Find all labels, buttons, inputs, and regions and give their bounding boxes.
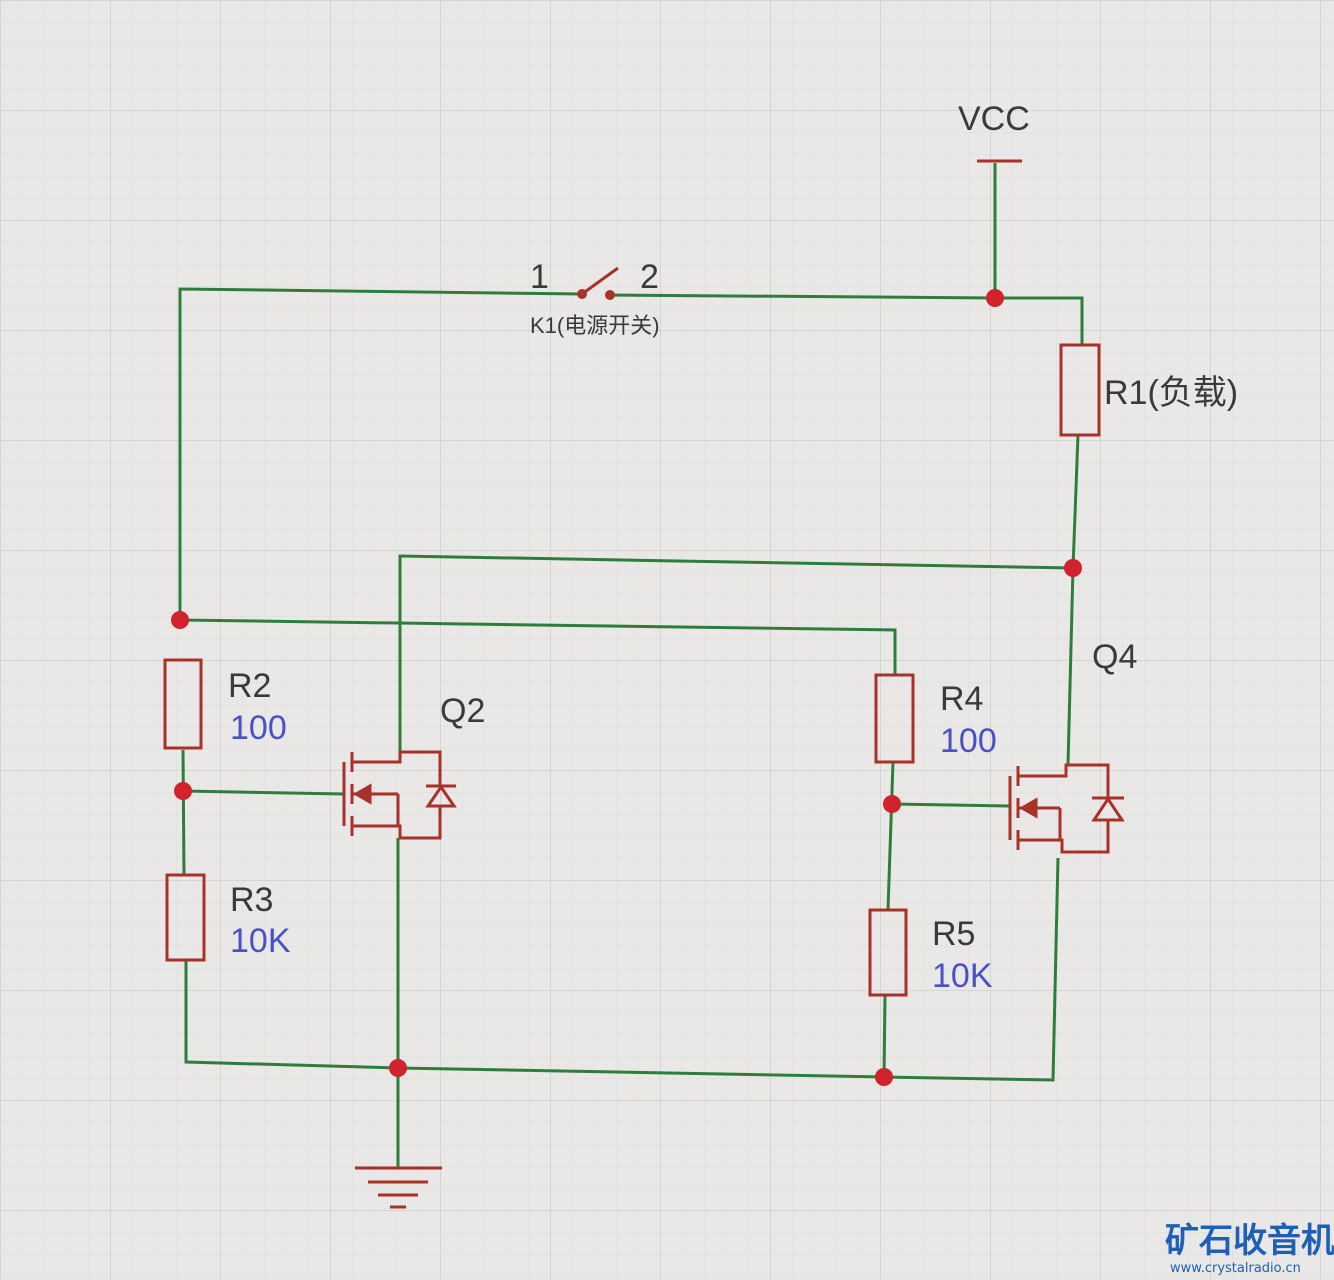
mosfet-q2[interactable]: Q2 [342, 692, 485, 840]
junction-q4-gate [883, 795, 901, 813]
vcc-label: VCC [958, 100, 1030, 138]
resistor-r2[interactable]: R2 100 [163, 658, 287, 750]
r1-label: R1(负载) [1104, 374, 1238, 412]
junction-r2-top [171, 611, 189, 629]
watermark-url: www.crystalradio.cn [1170, 1261, 1301, 1276]
q2-label: Q2 [440, 692, 485, 730]
resistor-r5[interactable]: R5 10K [868, 908, 993, 997]
wire-gnd-rail[interactable] [397, 857, 1060, 1082]
junction-vcc [986, 289, 1004, 307]
ground-symbol [355, 1166, 442, 1209]
wire-q4-gate[interactable] [891, 802, 1011, 808]
junctions [171, 289, 1082, 1086]
junction-gnd-right [875, 1068, 893, 1086]
r2-label: R2 [228, 667, 271, 705]
wire-r1-node[interactable] [1071, 434, 1080, 569]
junction-q2-gate [174, 782, 192, 800]
r2-value: 100 [230, 709, 287, 747]
wire-r2-r3[interactable] [181, 749, 186, 876]
wires [178, 163, 1084, 1168]
r5-value: 10K [932, 957, 993, 995]
resistor-r1[interactable]: R1(负载) [1059, 343, 1238, 437]
resistor-r3[interactable]: R3 10K [165, 873, 291, 962]
vcc-symbol: VCC [958, 100, 1030, 163]
wire-gate-rail[interactable] [179, 618, 897, 675]
switch-k1[interactable]: 1 2 K1(电源开关) [530, 258, 660, 338]
wire-q4-drain[interactable] [1066, 567, 1075, 766]
wire-r3-gnd[interactable] [184, 960, 399, 1070]
wire-top-left[interactable] [178, 287, 583, 555]
switch-pin2: 2 [640, 258, 659, 296]
switch-label: K1(电源开关) [530, 313, 660, 338]
wire-r4-r5[interactable] [886, 761, 895, 911]
resistor-r4[interactable]: R4 100 [874, 673, 997, 764]
r4-value: 100 [940, 722, 997, 760]
junction-gnd-left [389, 1059, 407, 1077]
r3-value: 10K [230, 922, 291, 960]
wire-q2-gate[interactable] [182, 789, 345, 796]
junction-q4-drain [1064, 559, 1082, 577]
wire-r5-gnd[interactable] [882, 994, 887, 1078]
q4-label: Q4 [1092, 638, 1137, 676]
mosfet-q4[interactable]: Q4 [1008, 638, 1137, 854]
r5-label: R5 [932, 915, 975, 953]
switch-pin1: 1 [530, 258, 549, 296]
wire-top-right[interactable] [609, 293, 1084, 345]
watermark: 矿石收音机 www.crystalradio.cn [1165, 1221, 1334, 1276]
r3-label: R3 [230, 881, 273, 919]
r4-label: R4 [940, 680, 983, 718]
wire-q2-drain[interactable] [398, 554, 1074, 752]
watermark-brand: 矿石收音机 [1165, 1221, 1334, 1261]
